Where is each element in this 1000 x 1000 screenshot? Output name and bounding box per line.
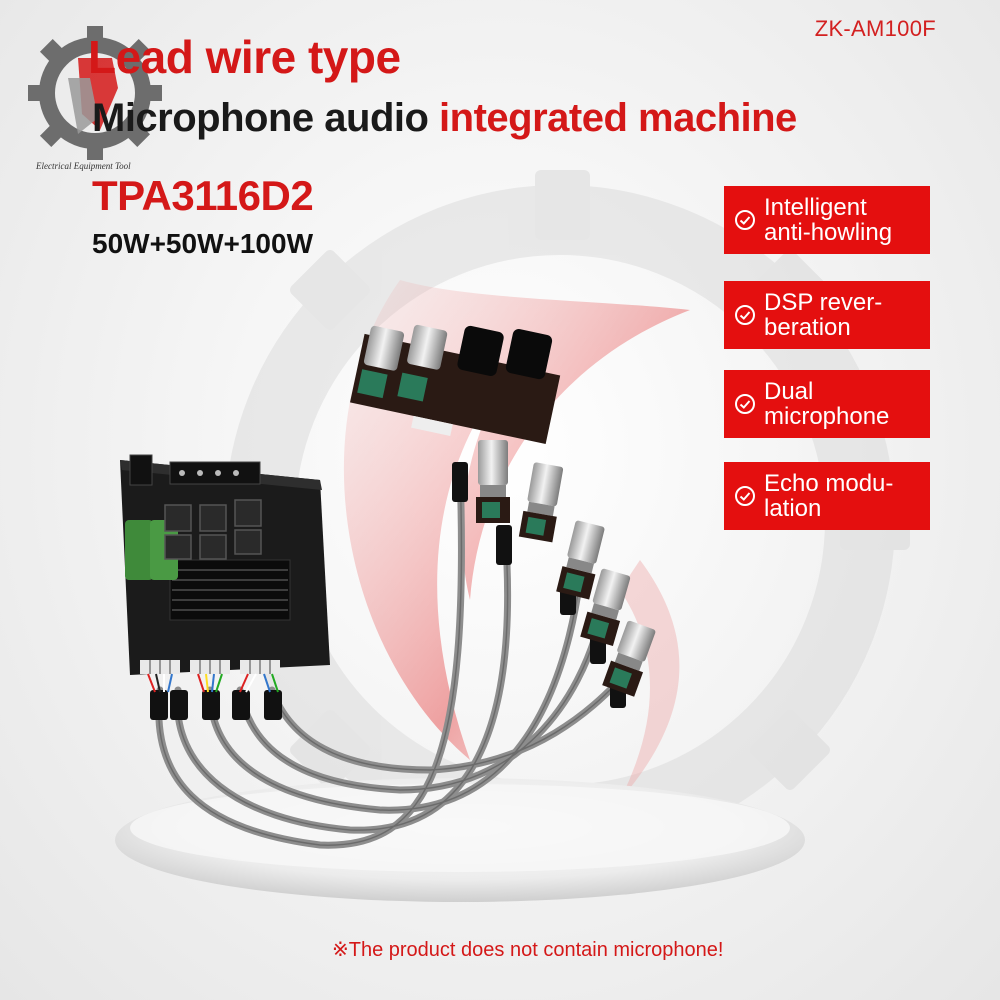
feature-badge-dsp-reverberation: DSP rever- beration	[724, 281, 930, 349]
title-line-2-accent: integrated machine	[439, 96, 797, 140]
feature-badge-dual-microphone: Dual microphone	[724, 370, 930, 438]
title-line-1: Lead wire type	[88, 31, 401, 83]
check-circle-icon	[735, 210, 755, 230]
chip-model: TPA3116D2	[92, 172, 314, 219]
feature-label: DSP rever- beration	[764, 289, 883, 341]
brand-tagline: Electrical Equipment Tool	[36, 161, 131, 171]
control-board	[350, 324, 561, 444]
check-circle-icon	[735, 486, 755, 506]
feature-badge-anti-howling: Intelligent anti-howling	[724, 186, 930, 254]
feature-badge-echo-modulation: Echo modu- lation	[724, 462, 930, 530]
model-code: ZK-AM100F	[814, 16, 936, 41]
amplifier-board	[120, 454, 330, 693]
power-rating: 50W+50W+100W	[92, 228, 313, 259]
title-line-2-prefix: Microphone audio	[92, 96, 440, 140]
feature-label: Echo modu- lation	[764, 470, 894, 522]
feature-label: Dual microphone	[764, 378, 890, 430]
check-circle-icon	[735, 394, 755, 414]
brand-logo-icon	[28, 26, 162, 160]
title-line-2: Microphone audio integrated machine	[92, 96, 797, 141]
feature-label: Intelligent anti-howling	[764, 194, 893, 246]
knob-modules	[476, 440, 656, 697]
disclaimer-note: ※The product does not contain microphone…	[332, 939, 724, 961]
check-circle-icon	[735, 305, 755, 325]
